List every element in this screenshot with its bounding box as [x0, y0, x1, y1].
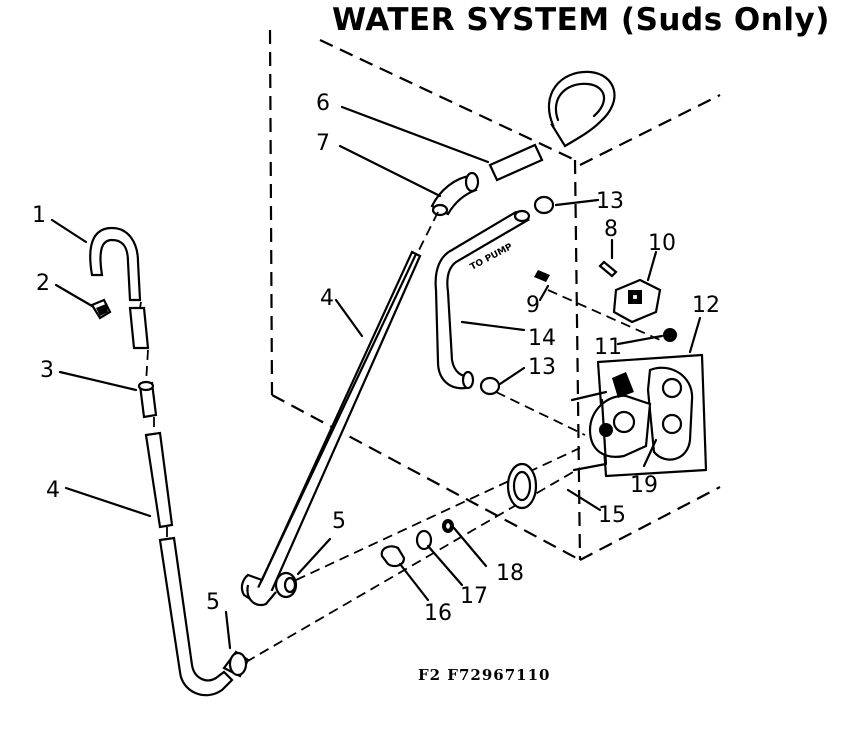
part-12-valve-plate [570, 353, 708, 478]
hose-4-center [240, 211, 439, 607]
callout-6: 6 [316, 91, 330, 116]
callout-4-left: 4 [46, 478, 60, 503]
callout-15: 15 [598, 503, 626, 528]
callout-4-center: 4 [320, 286, 334, 311]
callout-leaders [50, 105, 702, 650]
part-14-hose: TO PUMP [434, 209, 531, 390]
parts-16-18 [380, 519, 454, 568]
callout-16: 16 [424, 601, 452, 626]
part-10-bracket [612, 278, 662, 324]
part-7-elbow [430, 171, 480, 217]
fitting-5-lower [222, 650, 250, 678]
callout-11: 11 [594, 335, 622, 360]
diagram-title: WATER SYSTEM (Suds Only) [332, 2, 830, 38]
part-15-inlet [506, 462, 538, 510]
callout-13-bottom: 13 [528, 355, 556, 380]
part-11-nut [663, 328, 677, 342]
part-number: F2 F72967110 [418, 666, 551, 684]
callout-3: 3 [40, 358, 54, 383]
callout-14: 14 [528, 326, 556, 351]
callout-18: 18 [496, 561, 524, 586]
callout-8: 8 [604, 217, 618, 242]
callout-7: 7 [316, 131, 330, 156]
left-hose-assembly [89, 226, 234, 697]
callout-10: 10 [648, 231, 676, 256]
fitting-5-center [274, 571, 298, 599]
callout-labels: 1 2 3 4 4 5 5 6 7 8 9 10 11 12 13 13 14 … [32, 91, 720, 626]
part-13-clamps [479, 195, 555, 396]
upper-hose [547, 70, 616, 148]
callout-1: 1 [32, 203, 46, 228]
callout-12: 12 [692, 293, 720, 318]
cabinet-outline [268, 29, 721, 561]
callout-13-top: 13 [596, 189, 624, 214]
callout-5-center: 5 [332, 509, 346, 534]
callout-17: 17 [460, 584, 488, 609]
callout-19: 19 [630, 473, 658, 498]
screws [534, 260, 618, 282]
callout-5-lower: 5 [206, 590, 220, 615]
callout-9: 9 [526, 293, 540, 318]
part-6-sleeve [488, 143, 544, 182]
callout-2: 2 [36, 271, 50, 296]
